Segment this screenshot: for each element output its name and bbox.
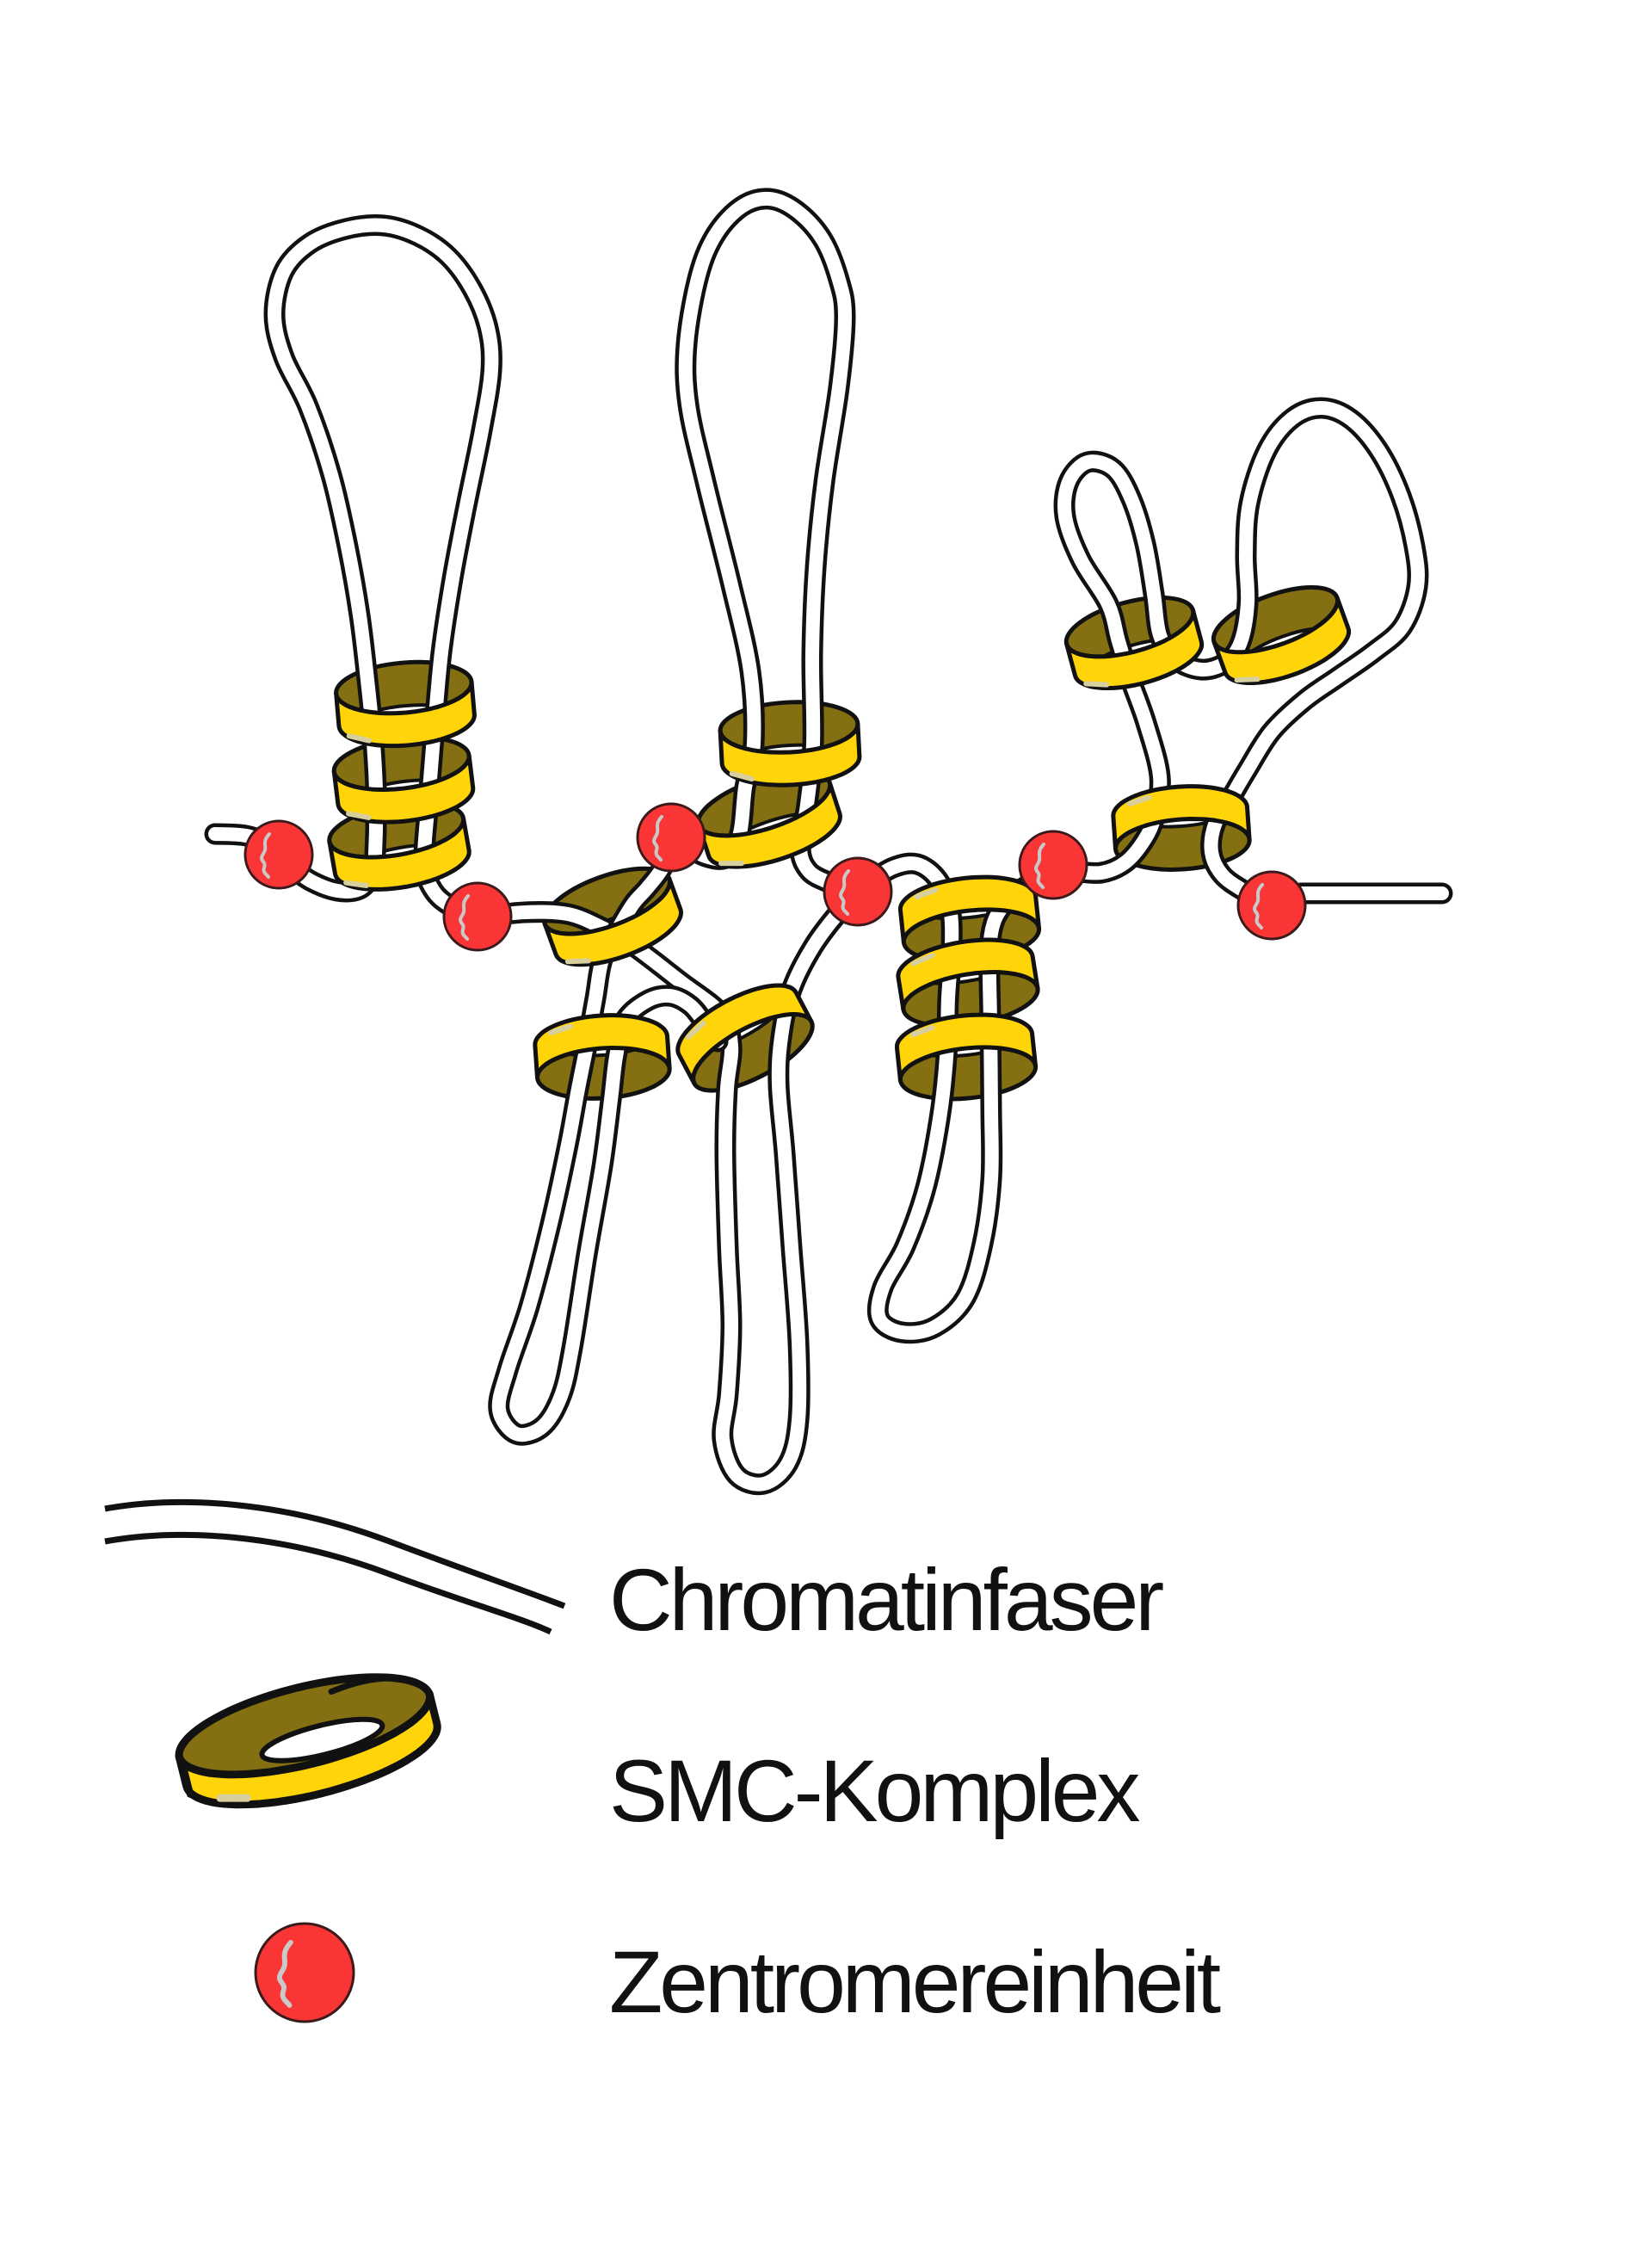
svg-text:Zentromereinheit: Zentromereinheit [609, 1933, 1221, 2031]
svg-text:Chromatinfaser: Chromatinfaser [609, 1551, 1163, 1649]
svg-text:SMC-Komplex: SMC-Komplex [609, 1742, 1139, 1840]
